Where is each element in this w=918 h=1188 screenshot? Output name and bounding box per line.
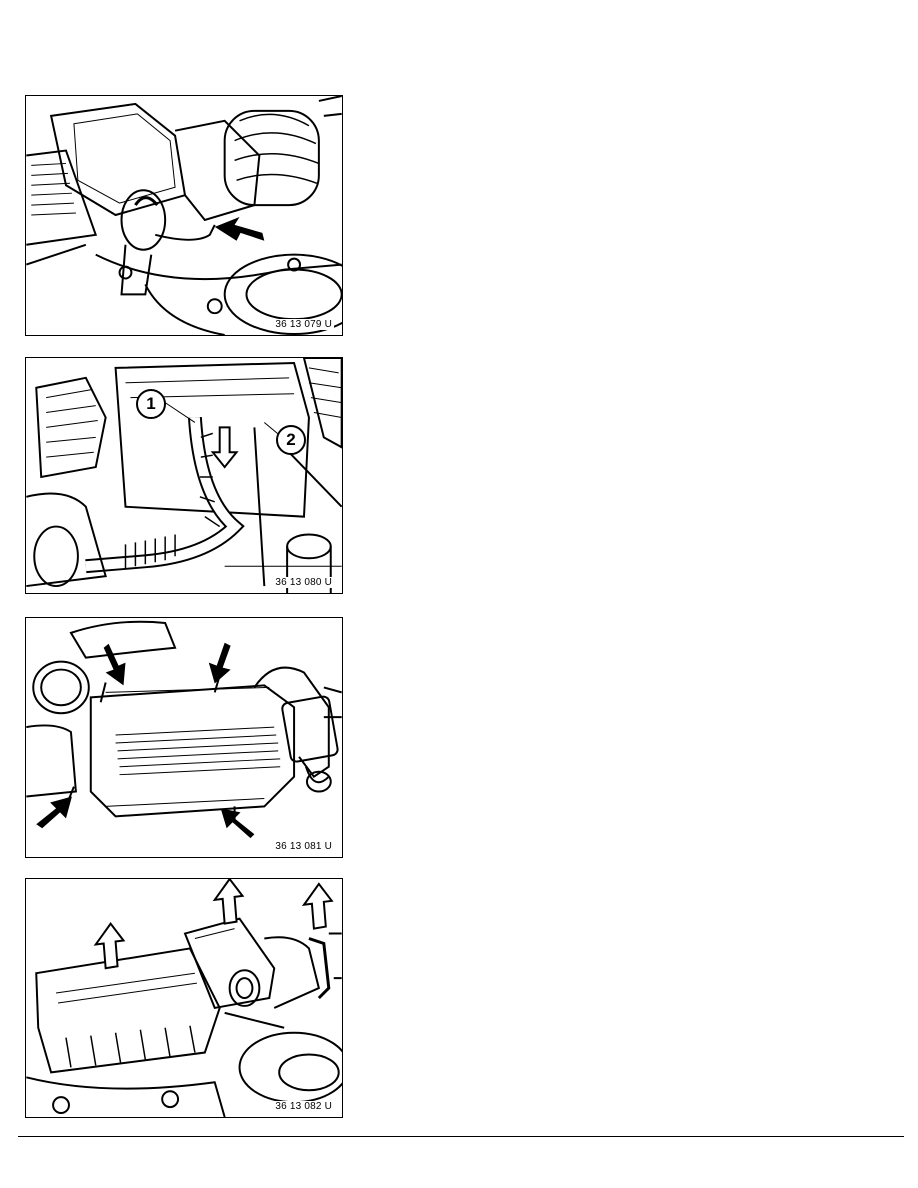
- callout-1: 1: [136, 389, 166, 419]
- callout-2: 2: [276, 425, 306, 455]
- illustration-air-flow-meter-connector: [26, 96, 342, 335]
- figure-code: 36 13 082 U: [273, 1101, 334, 1112]
- figure-code: 36 13 081 U: [273, 841, 334, 852]
- figure-4: 36 13 082 U: [25, 878, 343, 1118]
- illustration-remove-air-cleaner: [26, 879, 342, 1117]
- figure-code: 36 13 080 U: [273, 577, 334, 588]
- footer-rule: [18, 1136, 904, 1137]
- figure-code: 36 13 079 U: [273, 319, 334, 330]
- illustration-air-cleaner-clips: [26, 620, 342, 839]
- illustration-intake-hose: [26, 358, 342, 593]
- figure-1: 36 13 079 U: [25, 95, 343, 336]
- figure-3: 36 13 081 U: [25, 617, 343, 858]
- figure-2: 1 2 36 13 080 U: [25, 357, 343, 594]
